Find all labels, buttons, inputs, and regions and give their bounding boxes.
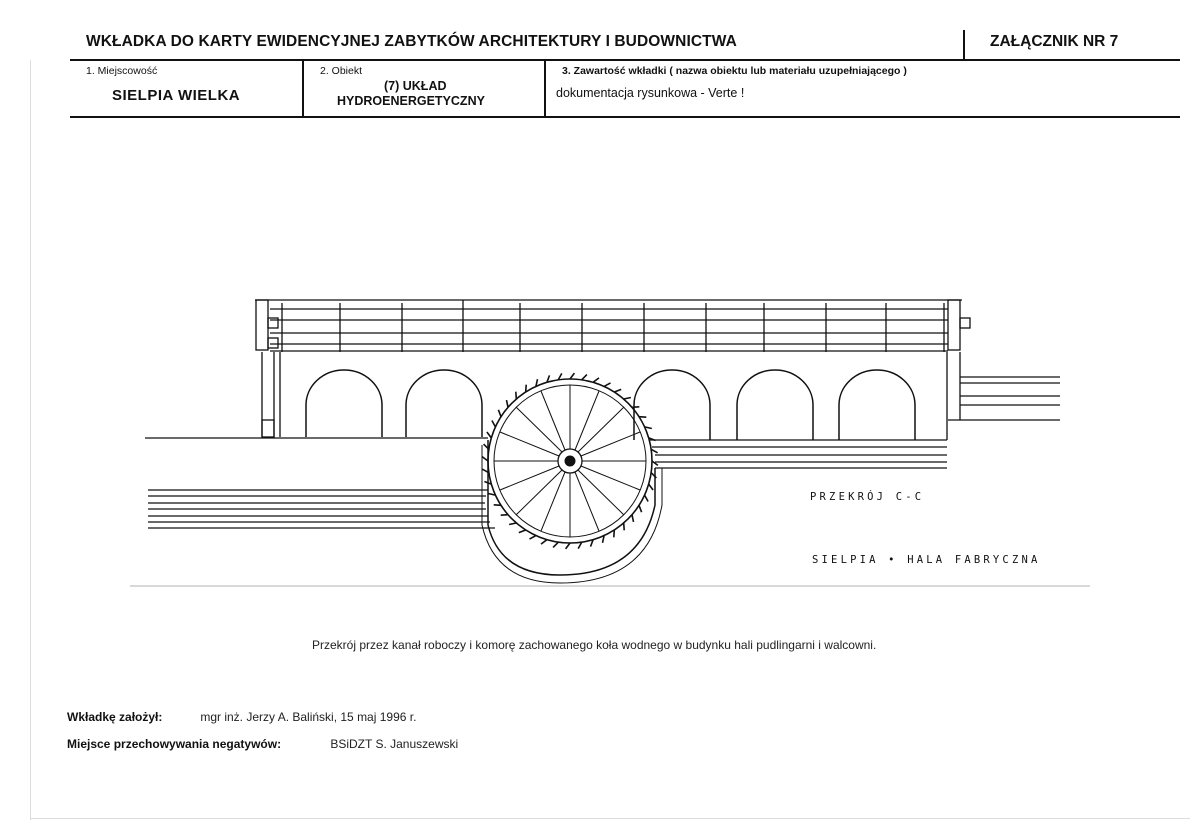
field-separator-2 — [544, 60, 546, 117]
wheel-tooth — [481, 455, 489, 462]
wheel-tooth — [613, 529, 616, 538]
annex-number: ZAŁĄCZNIK NR 7 — [990, 33, 1119, 50]
wheel-tooth — [540, 539, 548, 545]
wheel-tooth — [622, 522, 625, 531]
wheel-tooth — [601, 535, 605, 543]
wheel-tooth — [508, 522, 517, 526]
place-label: SIELPIA • HALA FABRYCZNA — [812, 554, 1041, 566]
wheel-tooth — [482, 468, 490, 474]
wheel-tooth — [546, 375, 551, 383]
contents-label: 3. Zawartość wkładki ( nazwa obiektu lub… — [562, 65, 907, 77]
wheel-tooth — [643, 494, 649, 502]
wheel-tooth — [648, 437, 656, 442]
wheel-tooth — [569, 372, 576, 380]
drawing-caption: Przekrój przez kanał roboczy i komorę za… — [312, 638, 877, 652]
field-separator-1 — [302, 60, 304, 117]
wheel-tooth — [651, 460, 659, 467]
form-title: WKŁADKA DO KARTY EWIDENCYJNEJ ZABYTKÓW A… — [86, 33, 737, 50]
wheel-tooth — [529, 534, 537, 540]
page-edge-left — [30, 60, 31, 820]
wheel-tooth — [644, 426, 652, 430]
wheel-tooth — [484, 480, 492, 485]
wheel-tooth — [500, 513, 509, 516]
wheel-tooth — [631, 406, 640, 409]
wheel-tooth — [638, 415, 647, 418]
wheel-tooth — [535, 379, 539, 387]
wheel-tooth — [650, 448, 658, 454]
wheel-tooth — [603, 382, 611, 388]
wheel-tooth — [497, 409, 502, 417]
wheel-tooth — [592, 377, 600, 383]
wheel-tooth — [505, 399, 509, 408]
object-value-line2: HYDROENERGETYCZNY — [337, 94, 485, 108]
wheel-tooth — [524, 384, 527, 393]
water-wheel-drawing — [481, 372, 659, 550]
locality-value: SIELPIA WIELKA — [112, 87, 241, 104]
wheel-tooth — [557, 373, 563, 381]
wheel-tooth — [581, 374, 588, 381]
header-separator — [963, 30, 965, 60]
wheel-tooth — [650, 472, 657, 479]
author-row: Wkładkę założył: mgr inż. Jerzy A. Baliń… — [67, 710, 416, 724]
wheel-tooth — [483, 443, 490, 450]
object-value-line1: (7) UKŁAD — [384, 79, 447, 93]
wheel-tooth — [638, 505, 643, 513]
locality-label: 1. Miejscowość — [86, 65, 158, 77]
wheel-tooth — [486, 431, 492, 439]
wheel-tooth — [589, 539, 594, 547]
negatives-row: Miejsce przechowywania negatywów: BSiDZT… — [67, 737, 458, 751]
author-label: Wkładkę założył: — [67, 710, 163, 724]
wheel-tooth — [491, 420, 497, 428]
wheel-tooth — [648, 483, 654, 491]
wheel-tooth — [631, 514, 635, 523]
negatives-value: BSiDZT S. Januszewski — [330, 737, 459, 751]
wheel-tooth — [564, 542, 571, 550]
wheel-tooth — [488, 492, 496, 496]
contents-value: dokumentacja rysunkowa - Verte ! — [556, 86, 745, 100]
wheel-tooth — [614, 388, 622, 393]
wheel-tooth — [518, 529, 526, 534]
negatives-label: Miejsce przechowywania negatywów: — [67, 737, 282, 751]
wheel-tooth — [493, 504, 502, 507]
header-rule-bottom — [70, 116, 1180, 118]
wheel-tooth — [552, 541, 559, 548]
page-edge-bottom — [30, 818, 1190, 819]
wheel-tooth — [577, 541, 583, 549]
header-rule-top — [70, 59, 1180, 61]
author-value: mgr inż. Jerzy A. Baliński, 15 maj 1996 … — [200, 710, 417, 724]
object-label: 2. Obiekt — [320, 65, 363, 77]
wheel-tooth — [623, 396, 632, 400]
wheel-tooth — [515, 391, 518, 400]
section-label: PRZEKRÓJ C-C — [810, 490, 924, 503]
